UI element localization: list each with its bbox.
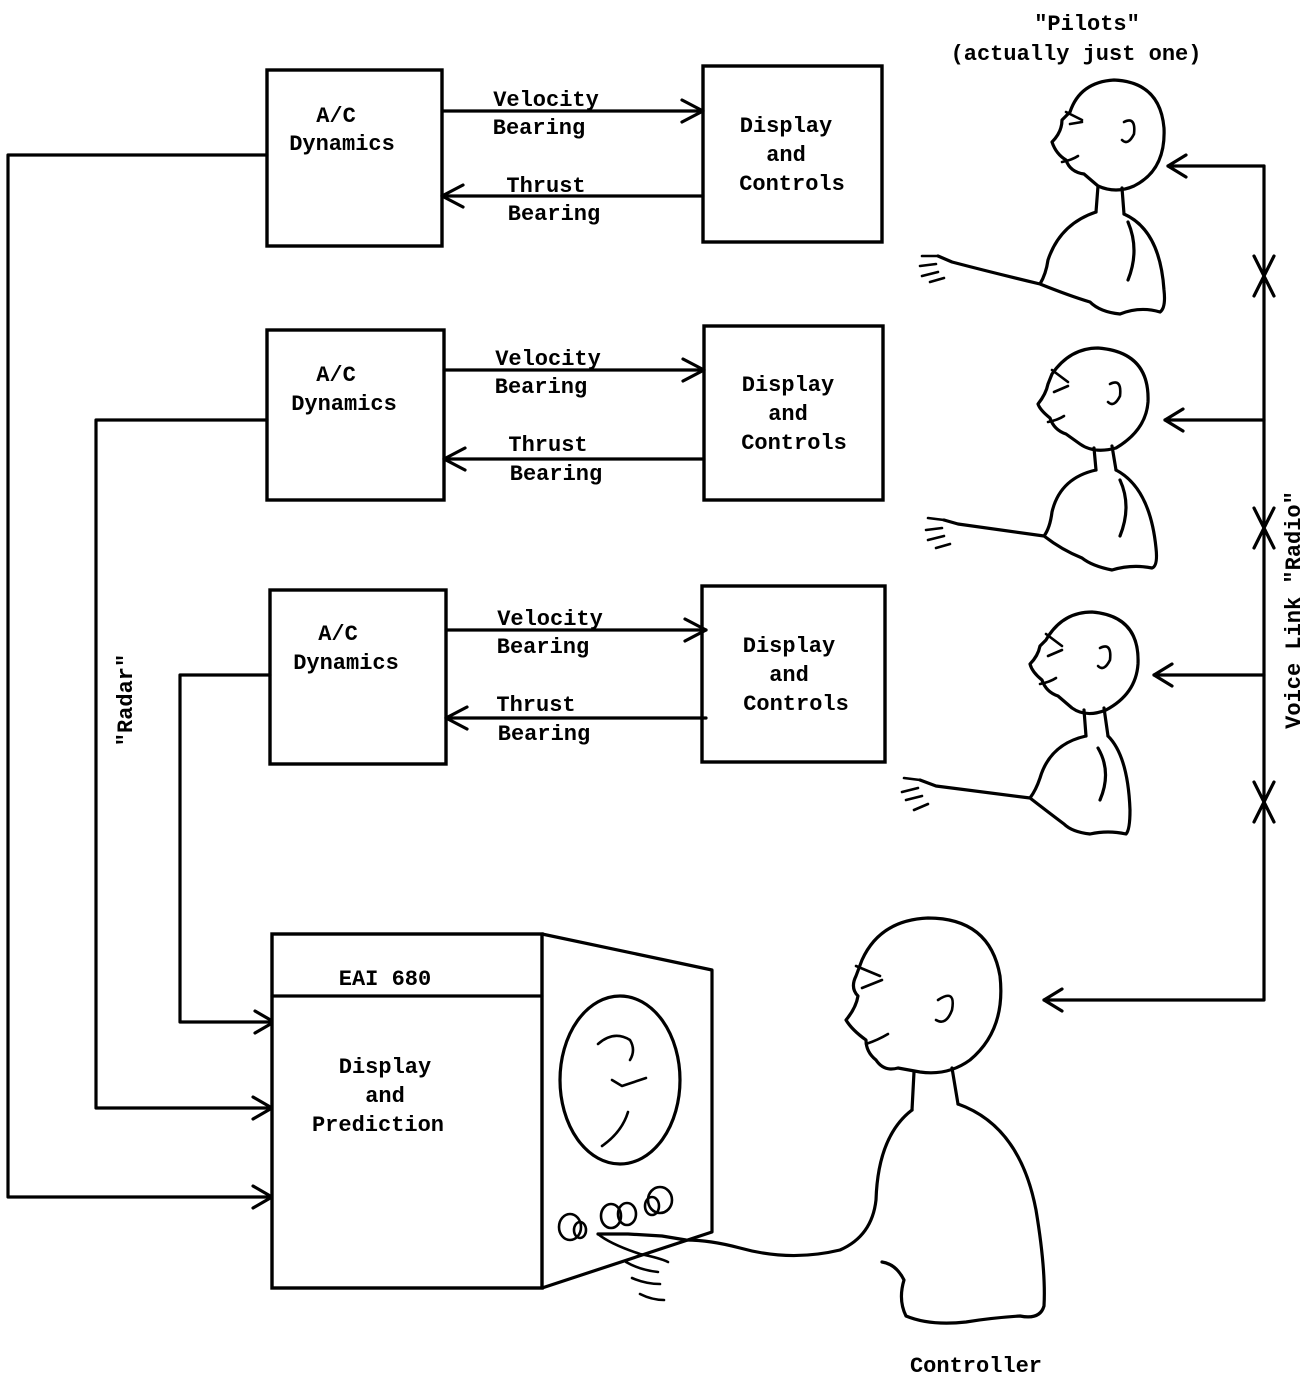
voice-link: [1044, 155, 1274, 1011]
dynamics-label-3b: Dynamics: [293, 651, 399, 676]
dynamics-box-1: [267, 70, 442, 246]
channel-2: A/C Dynamics Display and Controls Veloci…: [267, 326, 883, 500]
pilot-arm-3: [1098, 748, 1106, 800]
velocity-label-2: Velocity: [495, 347, 601, 372]
display-label-2b: and: [768, 402, 808, 427]
pilot-arm-1: [1128, 222, 1134, 280]
display-label-1a: Display: [740, 114, 832, 139]
dynamics-label-1a: A/C: [316, 104, 356, 129]
pilot-head-1: [1052, 80, 1164, 190]
bearing-label-2b: Bearing: [510, 462, 602, 487]
display-label-1b: and: [766, 143, 806, 168]
display-label-3c: Controls: [743, 692, 849, 717]
thrust-label-3: Thrust: [496, 693, 575, 718]
dynamics-label-1b: Dynamics: [289, 132, 395, 157]
pilot-ear-3: [1098, 647, 1110, 669]
controller-label: Controller: [910, 1354, 1042, 1379]
voice-link-label: Voice Link "Radio": [1282, 491, 1307, 729]
bearing-label-3a: Bearing: [497, 635, 589, 660]
dynamics-label-2a: A/C: [316, 363, 356, 388]
pilot-head-3: [1030, 612, 1138, 714]
radar-lines: [8, 155, 274, 1208]
knob-4-cap: [645, 1197, 659, 1215]
radar-label: "Radar": [114, 654, 139, 746]
computer-label-b: and: [365, 1084, 405, 1109]
pilot-arm-2: [1120, 480, 1126, 536]
velocity-label-3: Velocity: [497, 607, 603, 632]
velocity-label-1: Velocity: [493, 88, 599, 113]
dynamics-box-3: [270, 590, 446, 764]
bearing-label-1b: Bearing: [508, 202, 600, 227]
computer-label-c: Prediction: [312, 1113, 444, 1138]
thrust-label-2: Thrust: [508, 433, 587, 458]
pilot-ear-1: [1122, 121, 1134, 143]
display-label-3a: Display: [743, 634, 835, 659]
controller-ear: [936, 996, 953, 1022]
radar-line-3: [180, 675, 274, 1022]
channel-3: A/C Dynamics Display and Controls Veloci…: [270, 586, 885, 764]
bearing-label-3b: Bearing: [498, 722, 590, 747]
pilot-head-2: [1038, 348, 1148, 450]
display-label-2c: Controls: [741, 431, 847, 456]
display-label-1c: Controls: [739, 172, 845, 197]
pilot-eye-2: [1052, 370, 1068, 392]
bearing-label-2a: Bearing: [495, 375, 587, 400]
knob-4: [648, 1187, 672, 1213]
pilot-hand-2: [926, 518, 950, 548]
dynamics-label-3a: A/C: [318, 622, 358, 647]
crt-trace-1: [598, 1036, 633, 1060]
bearing-label-1a: Bearing: [493, 116, 585, 141]
radar-line-2: [96, 420, 272, 1108]
controller-neck: [912, 1068, 958, 1110]
controller-mouth: [866, 1034, 888, 1044]
controller-head: [846, 918, 1001, 1073]
pilot-figure-3: [902, 612, 1138, 834]
voice-link-trunk: [1044, 166, 1264, 1000]
pilots-subtitle: (actually just one): [951, 42, 1202, 67]
pilot-ear-2: [1108, 383, 1120, 405]
display-label-2a: Display: [742, 373, 834, 398]
pilot-eye-1: [1066, 112, 1082, 124]
thrust-label-1: Thrust: [506, 174, 585, 199]
crt-trace-2: [612, 1078, 646, 1086]
pilot-hand-1: [920, 256, 944, 282]
display-label-3b: and: [769, 663, 809, 688]
computer-label-a: Display: [339, 1055, 431, 1080]
crt-screen: [560, 996, 680, 1164]
crt-trace-3: [602, 1112, 628, 1146]
channel-1: A/C Dynamics Display and Controls Veloci…: [267, 66, 882, 246]
pilots-title: "Pilots": [1034, 12, 1140, 37]
pilot-figure-2: [926, 348, 1157, 570]
controller-figure: [598, 918, 1044, 1323]
pilot-figure-1: [920, 80, 1165, 314]
dynamics-label-2b: Dynamics: [291, 392, 397, 417]
computer-model-label: EAI 680: [339, 967, 431, 992]
pilot-eye-3: [1046, 634, 1062, 656]
